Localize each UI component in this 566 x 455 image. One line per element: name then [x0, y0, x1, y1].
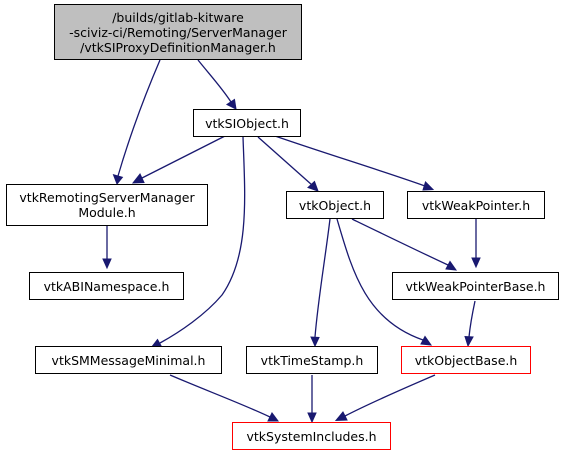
node-label: vtkTimeStamp.h [260, 352, 364, 368]
edge-root-to-siobject [197, 59, 232, 103]
node-label-line: -sciviz-ci/Remoting/ServerManager [69, 24, 287, 40]
edge-object-to-objectbase [336, 218, 424, 341]
edge-siobject-to-object-arrow [307, 180, 319, 192]
node-label: vtkObjectBase.h [414, 352, 518, 368]
node-vtksiobject[interactable]: vtkSIObject.h [193, 109, 301, 137]
node-vtkweakpointer[interactable]: vtkWeakPointer.h [407, 191, 545, 219]
node-vtktimestamp[interactable]: vtkTimeStamp.h [246, 346, 378, 374]
edge-siobject-to-remoting-arrow [131, 173, 145, 184]
edge-weakbase-to-objectbase [468, 300, 476, 338]
node-vtkabinamespace[interactable]: vtkABINamespace.h [29, 272, 184, 300]
node-label-line: /vtkSIProxyDefinitionManager.h [80, 39, 276, 55]
edge-smmsg-to-sysinc [169, 374, 271, 418]
node-label-line: /builds/gitlab-kitware [112, 9, 244, 25]
edge-siobject-to-object [257, 136, 313, 186]
node-label: vtkABINamespace.h [43, 278, 170, 294]
edge-root-to-remoting-arrow [112, 174, 124, 185]
node-vtkremotingservermanagermodule[interactable]: vtkRemotingServerManager Module.h [6, 184, 208, 226]
edge-remoting-to-abi-arrow [102, 258, 112, 270]
node-label: vtkObject.h [298, 197, 372, 213]
node-vtksmmessageminimal[interactable]: vtkSMMessageMinimal.h [35, 346, 222, 374]
node-vtksiproxydefinitionmanager: /builds/gitlab-kitware -sciviz-ci/Remoti… [54, 4, 302, 60]
node-label-line: vtkRemotingServerManager [19, 190, 195, 205]
edge-weakbase-to-objectbase-arrow [464, 335, 474, 348]
edge-weakptr-to-weakbase-arrow [471, 257, 481, 269]
node-label: vtkWeakPointerBase.h [405, 278, 546, 294]
edge-object-to-weakbase-arrow [445, 260, 458, 271]
node-vtkobjectbase[interactable]: vtkObjectBase.h [401, 346, 531, 374]
node-vtkobject[interactable]: vtkObject.h [286, 191, 384, 219]
edge-siobject-to-weakptr [274, 135, 426, 187]
edge-siobject-to-smmsg [159, 136, 246, 344]
node-label: vtkSMMessageMinimal.h [51, 352, 206, 368]
node-label: vtkWeakPointer.h [421, 197, 531, 213]
edge-object-to-timestamp-arrow [310, 336, 320, 348]
edge-objectbase-to-sysinc [344, 374, 436, 417]
edge-object-to-objectbase-arrow [420, 335, 433, 346]
edge-siobject-to-remoting [141, 135, 226, 179]
node-vtkweakpointerbase[interactable]: vtkWeakPointerBase.h [392, 272, 559, 300]
node-label: vtkSystemIncludes.h [246, 428, 377, 444]
edge-object-to-weakbase [351, 218, 449, 266]
node-vtksystemincludes[interactable]: vtkSystemIncludes.h [232, 422, 391, 450]
edge-objectbase-to-sysinc-arrow [334, 411, 348, 422]
node-label-line: Module.h [78, 205, 136, 220]
edge-root-to-siobject-arrow [226, 98, 237, 110]
edge-smmsg-to-sysinc-arrow [267, 412, 279, 422]
edge-timestamp-to-sysinc-arrow [307, 412, 317, 424]
edge-root-to-remoting [117, 59, 161, 177]
node-label: vtkSIObject.h [205, 115, 289, 131]
edge-siobject-to-weakptr-arrow [422, 181, 435, 191]
edge-object-to-timestamp [314, 218, 331, 338]
